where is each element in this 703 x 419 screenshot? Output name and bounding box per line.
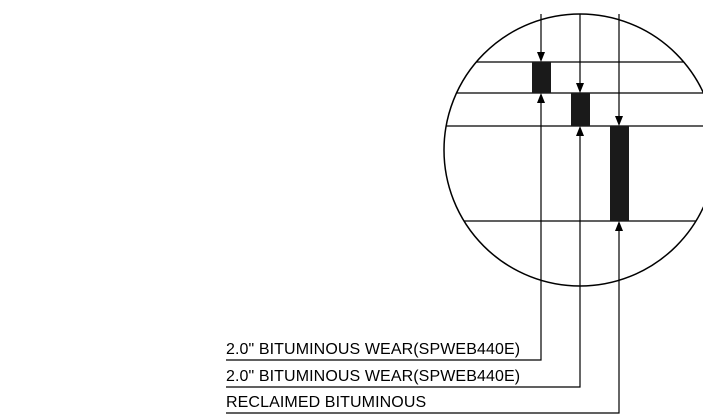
leader-line-1 <box>226 103 542 361</box>
callout-label-wear-2: 2.0" BITUMINOUS WEAR(SPWEB440E) <box>226 368 521 385</box>
leader-line-2 <box>226 136 581 388</box>
callout-label-wear-1: 2.0" BITUMINOUS WEAR(SPWEB440E) <box>226 341 521 358</box>
bottom-arrowheads <box>537 93 623 231</box>
layer-bar-wear-2 <box>571 93 590 126</box>
layer-bar-reclaimed <box>610 126 629 221</box>
leader-line-3 <box>226 231 620 414</box>
callout-label-reclaimed: RECLAIMED BITUMINOUS <box>226 394 427 411</box>
top-arrowhead-3 <box>615 116 623 126</box>
detail-circle <box>443 13 703 287</box>
bottom-arrowhead-1 <box>537 93 545 103</box>
top-arrowheads <box>537 52 623 126</box>
top-arrows <box>540 14 620 120</box>
bottom-arrowhead-3 <box>615 221 623 231</box>
top-arrowhead-2 <box>576 83 584 93</box>
leader-lines <box>226 103 620 414</box>
top-arrowhead-1 <box>537 52 545 62</box>
layer-lines <box>444 61 703 222</box>
layer-bar-wear-1 <box>532 62 551 93</box>
bottom-arrowhead-2 <box>576 126 584 136</box>
